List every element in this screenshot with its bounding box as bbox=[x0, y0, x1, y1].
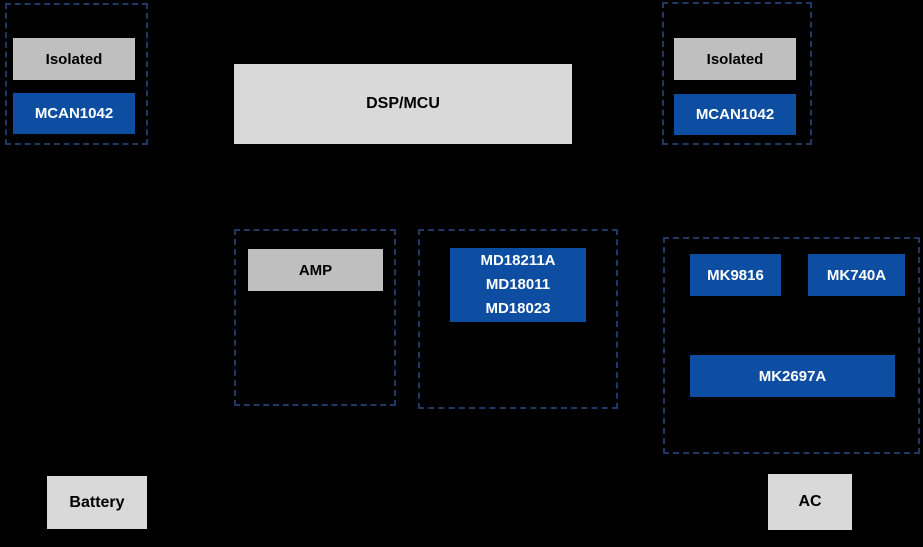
battery-block: Battery bbox=[47, 476, 147, 529]
part-chip-mk9816[interactable]: MK9816 bbox=[690, 254, 781, 296]
isolated-can-group-left: Isolated MCAN1042 bbox=[5, 3, 148, 145]
part-chip-mcan1042-right[interactable]: MCAN1042 bbox=[674, 94, 796, 135]
isolated-can-group-right: Isolated MCAN1042 bbox=[662, 2, 812, 145]
part-label-md18011: MD18011 bbox=[485, 276, 551, 293]
isolated-label-left: Isolated bbox=[13, 38, 135, 80]
part-chip-mcan1042-left[interactable]: MCAN1042 bbox=[13, 93, 135, 134]
part-chip-md-drivers[interactable]: MD18211A MD18011 MD18023 bbox=[450, 248, 586, 322]
part-label-md18023: MD18023 bbox=[485, 300, 551, 317]
amp-block: AMP bbox=[248, 249, 383, 291]
isolated-label-right: Isolated bbox=[674, 38, 796, 80]
ac-stage-group: MK9816 MK740A MK2697A bbox=[663, 237, 920, 454]
amp-group: AMP bbox=[234, 229, 396, 406]
part-chip-mk740a[interactable]: MK740A bbox=[808, 254, 905, 296]
dsp-mcu-block: DSP/MCU bbox=[234, 64, 572, 144]
ac-block: AC bbox=[768, 474, 852, 530]
motor-driver-group: MD18211A MD18011 MD18023 bbox=[418, 229, 618, 409]
part-label-md18211a: MD18211A bbox=[480, 252, 556, 269]
part-chip-mk2697a[interactable]: MK2697A bbox=[690, 355, 895, 397]
